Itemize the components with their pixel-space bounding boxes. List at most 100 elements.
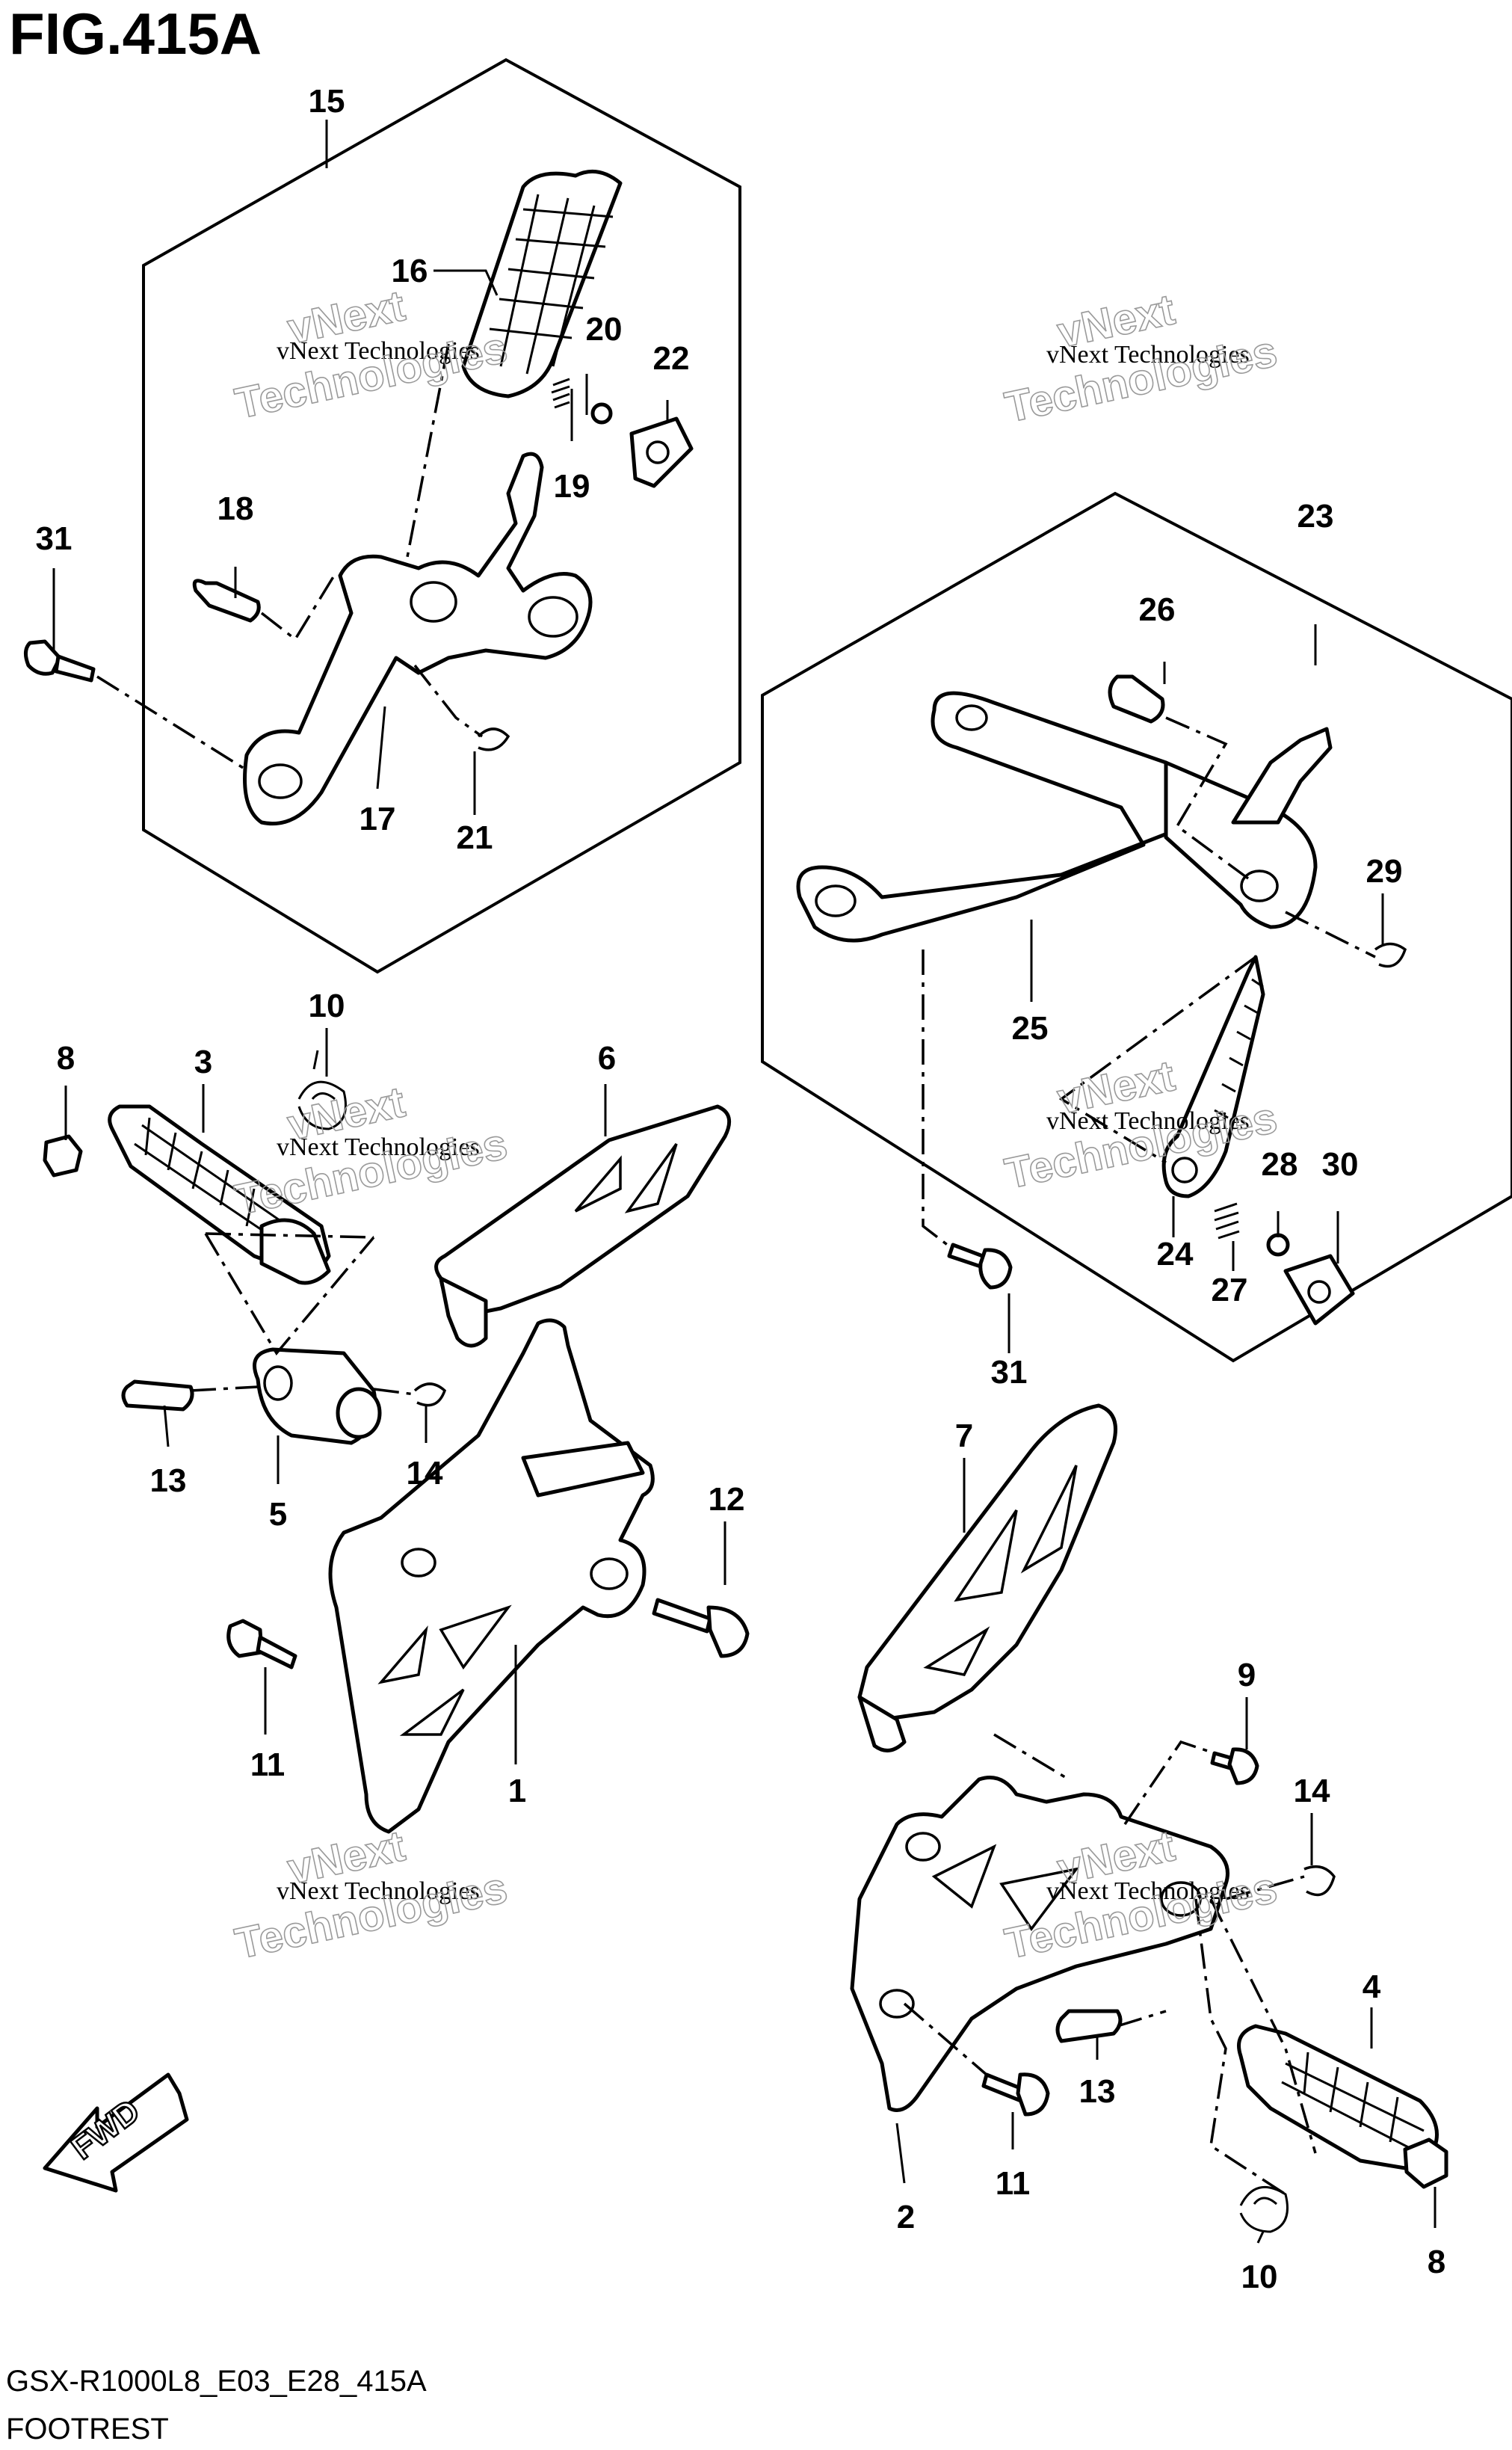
callout-19: 19	[554, 468, 590, 505]
guide-21	[413, 664, 484, 738]
callout-10-right: 10	[1241, 2259, 1278, 2295]
bracket-hole-1b	[401, 1548, 436, 1578]
guide-31-upper	[96, 675, 247, 772]
callout-5: 5	[269, 1496, 287, 1533]
bracket-arm-hole-17	[258, 763, 303, 799]
callout-13-left: 13	[150, 1462, 187, 1499]
guide-13-right	[1117, 2010, 1167, 2028]
bracket-hole-2c	[1160, 1881, 1202, 1917]
spring-10-left	[297, 1050, 347, 1130]
nut-8-left	[43, 1134, 83, 1178]
guide-7-2	[993, 1733, 1070, 1781]
pin-18	[192, 579, 261, 623]
callout-30: 30	[1322, 1146, 1359, 1183]
watermark-5: vNext Technologies vNext Technologies	[230, 1820, 512, 1969]
plate-hole-30	[1307, 1280, 1331, 1304]
callout-28: 28	[1262, 1146, 1298, 1183]
bracket-slot-1c	[399, 1688, 465, 1736]
guide-18	[260, 571, 338, 641]
group-box-23	[761, 491, 1512, 1363]
callout-16: 16	[392, 253, 428, 289]
heel-guard-slot-6b	[624, 1142, 678, 1213]
nut-8-right	[1403, 2137, 1448, 2189]
callout-13-right: 13	[1079, 2073, 1116, 2110]
section-name: FOOTREST	[6, 2413, 169, 2446]
svg-text:vNext Technologies: vNext Technologies	[277, 1877, 480, 1905]
bolt-31-upper	[24, 639, 96, 683]
e-clip-29	[1374, 942, 1407, 968]
bracket-boss-1	[521, 1441, 645, 1498]
callout-8-right: 8	[1428, 2244, 1445, 2280]
e-clip-14-right	[1303, 1865, 1336, 1897]
guide-3-5	[204, 1233, 375, 1356]
guide-4b	[1209, 1898, 1317, 2154]
guide-26	[1165, 716, 1250, 880]
heel-guard-slot-7c	[923, 1626, 990, 1676]
svg-text:vNext Technologies: vNext Technologies	[1046, 1107, 1250, 1135]
callout-3: 3	[194, 1044, 212, 1080]
leader-lines	[52, 120, 1437, 2244]
callout-2: 2	[897, 2199, 915, 2235]
callout-24: 24	[1157, 1236, 1194, 1272]
left-footrest-assembly	[43, 1050, 750, 1834]
callout-6: 6	[598, 1040, 616, 1077]
forward-arrow: FWD	[43, 2072, 189, 2193]
model-code: GSX-R1000L8_E03_E28_415A	[6, 2365, 427, 2398]
guide-24	[1058, 955, 1257, 1164]
plate-22	[629, 416, 694, 488]
ball-28	[1266, 1233, 1290, 1257]
bolt-12	[652, 1598, 712, 1634]
bracket-pivot-17	[410, 581, 457, 623]
guide-29	[1285, 911, 1376, 958]
bracket-hole-2b	[905, 1832, 941, 1862]
e-clip-21	[477, 727, 510, 751]
heel-guard-lower-6	[439, 1276, 488, 1348]
bracket-hole-2a	[879, 1989, 915, 2019]
heel-guard-slot-7a	[954, 1509, 1018, 1602]
right-footrest-assembly	[850, 1403, 1448, 2233]
callout-7: 7	[955, 1418, 973, 1454]
callout-10-left: 10	[309, 988, 345, 1024]
bracket-arm-17	[243, 452, 593, 826]
group-box-15	[142, 58, 741, 974]
svg-text:vNext Technologies: vNext Technologies	[277, 337, 480, 365]
guide-9	[1123, 1740, 1215, 1825]
spring-27	[1214, 1202, 1240, 1240]
plate-30	[1283, 1254, 1355, 1326]
ball-20	[590, 402, 613, 425]
pin-13-left	[121, 1379, 194, 1412]
callout-11-right: 11	[996, 2165, 1031, 2202]
bracket-hole-25a	[815, 884, 857, 917]
callout-25: 25	[1012, 1010, 1049, 1047]
pin-13-right	[1055, 2009, 1123, 2043]
callout-26: 26	[1139, 591, 1176, 628]
figure-title: FIG.415A	[9, 1, 262, 67]
bolt-9-head	[1227, 1747, 1259, 1785]
callout-18: 18	[217, 490, 254, 527]
watermark-3: vNext Technologies vNext Technologies	[230, 1077, 512, 1225]
callout-22: 22	[653, 340, 690, 377]
callout-1: 1	[508, 1773, 526, 1809]
main-bracket-2	[850, 1776, 1229, 2112]
callout-20: 20	[586, 311, 623, 348]
bracket-slot-1a	[377, 1625, 428, 1684]
footrest-grip-4	[1281, 2052, 1425, 2151]
guide-31-mid	[922, 949, 973, 1265]
callout-23: 23	[1297, 498, 1334, 535]
svg-text:vNext Technologies: vNext Technologies	[1046, 1877, 1250, 1905]
callout-8-left: 8	[57, 1040, 75, 1077]
e-clip-14-left	[413, 1382, 447, 1407]
guide-3-5b	[205, 1232, 374, 1239]
heel-guard-slot-7b	[1020, 1465, 1078, 1574]
callout-21: 21	[457, 819, 493, 856]
bracket-boss-17	[528, 596, 578, 638]
guide-11-right	[903, 2002, 988, 2076]
bracket-tab-25	[1231, 727, 1333, 825]
callout-9: 9	[1238, 1657, 1256, 1693]
guide-16	[406, 343, 450, 558]
bracket-slot-1b	[439, 1604, 512, 1670]
footrest-rubber-grip-16	[489, 194, 614, 375]
footrest-grip-3	[134, 1117, 300, 1252]
svg-text:vNext Technologies: vNext Technologies	[1046, 341, 1250, 369]
